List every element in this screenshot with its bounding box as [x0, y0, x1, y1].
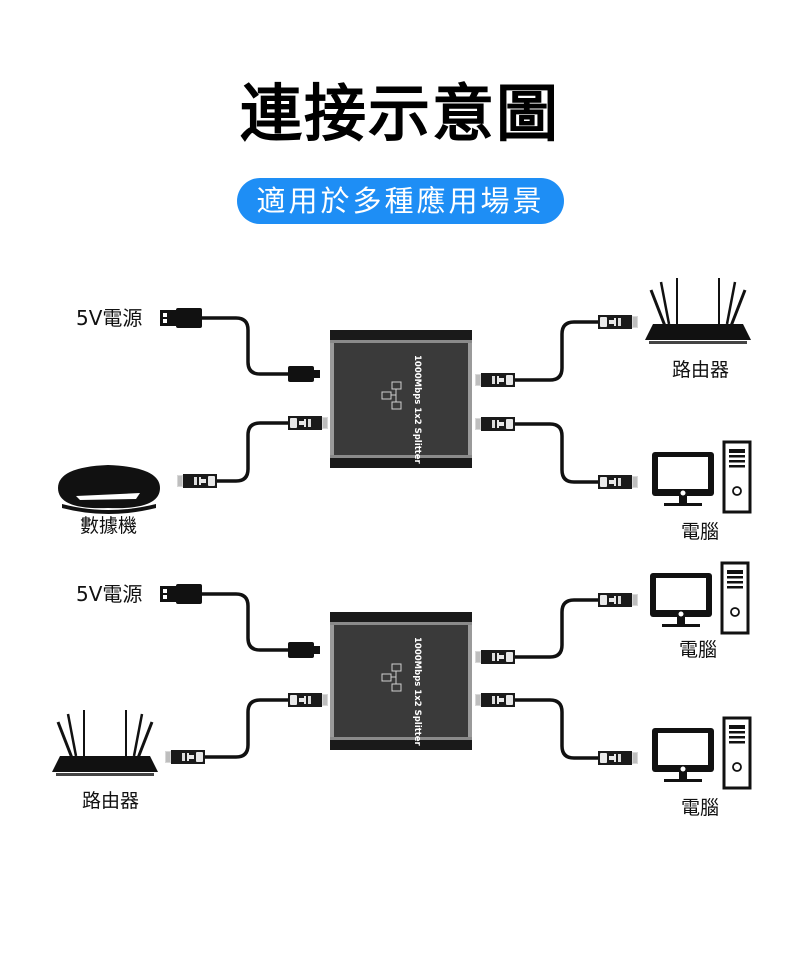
rj45-plug-icon: [474, 649, 516, 665]
rj45-plug-icon: [164, 749, 206, 765]
rj45-plug-icon: [474, 692, 516, 708]
power-label: 5V電源: [76, 582, 143, 606]
rj45-plug-icon: [474, 416, 516, 432]
rj45-plug-icon: [176, 473, 218, 489]
rj45-plug-icon: [474, 372, 516, 388]
rj45-plug-icon: [287, 415, 329, 431]
output-device-label: 電腦: [681, 797, 720, 819]
computer-icon: [648, 561, 750, 635]
diagram-2: 1000Mbps 1x2 Splitter: [50, 561, 752, 790]
diagram-1: 1000Mbps 1x2 Splitter: [58, 276, 753, 514]
power-cable: [200, 316, 288, 376]
output-device-label: 路由器: [672, 359, 730, 381]
ethernet-cable: [217, 421, 288, 483]
splitter-label: 1000Mbps 1x2 Splitter: [412, 637, 422, 746]
router-icon: [643, 276, 753, 346]
modem-icon: [58, 465, 160, 514]
ethernet-cable: [515, 320, 598, 382]
ethernet-cable: [515, 598, 598, 659]
computer-icon: [650, 440, 752, 514]
rj45-plug-icon: [597, 592, 639, 608]
input-device-label: 數據機: [80, 515, 138, 537]
router-icon: [50, 708, 160, 778]
micro-usb-plug-icon: [288, 366, 320, 382]
output-device-label: 電腦: [681, 521, 720, 543]
usb-a-plug-icon: [160, 308, 202, 328]
rj45-plug-icon: [597, 750, 639, 766]
usb-a-plug-icon: [160, 584, 202, 604]
input-device-label: 路由器: [82, 790, 140, 812]
power-cable: [200, 592, 288, 652]
output-device-label: 電腦: [679, 639, 718, 661]
ethernet-cable: [205, 698, 288, 759]
micro-usb-plug-icon: [288, 642, 320, 658]
computer-icon: [650, 716, 752, 790]
splitter-device: [329, 611, 473, 751]
ethernet-cable: [515, 698, 598, 760]
splitter-device: [329, 329, 473, 469]
subtitle-badge: 適用於多種應用場景: [237, 178, 564, 224]
page-title: 連接示意圖: [239, 77, 560, 150]
power-label: 5V電源: [76, 306, 143, 330]
rj45-plug-icon: [597, 314, 639, 330]
rj45-plug-icon: [597, 474, 639, 490]
ethernet-cable: [515, 422, 598, 484]
rj45-plug-icon: [287, 692, 329, 708]
splitter-label: 1000Mbps 1x2 Splitter: [412, 355, 422, 464]
